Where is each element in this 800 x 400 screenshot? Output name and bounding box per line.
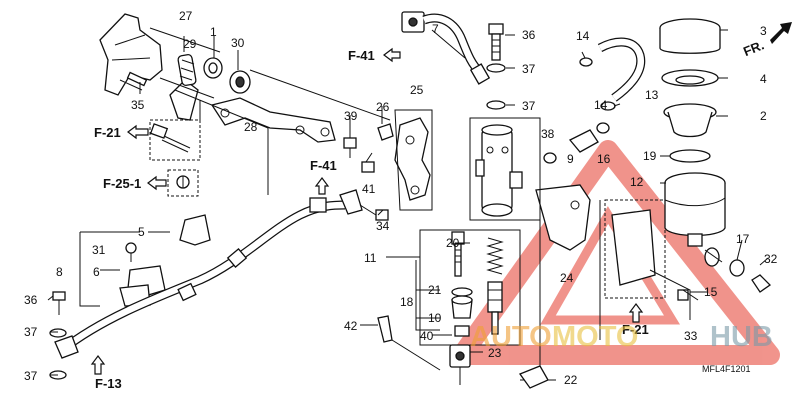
part-label-17: 17 bbox=[736, 232, 750, 246]
part-label-35: 35 bbox=[131, 98, 145, 112]
part-label-19: 19 bbox=[643, 149, 657, 163]
part-label-36-top: 36 bbox=[522, 28, 536, 42]
cylinder-bracket bbox=[343, 109, 433, 221]
svg-text:F-25-1: F-25-1 bbox=[103, 176, 141, 191]
part-label-14-mid: 14 bbox=[594, 98, 608, 112]
part-label-18: 18 bbox=[400, 295, 414, 309]
ref-f41-top: F-41 bbox=[348, 47, 401, 63]
brake-hose-lower bbox=[54, 189, 363, 359]
front-arrow-icon: FR. bbox=[741, 22, 792, 59]
clip-22 bbox=[518, 365, 549, 389]
brake-hose-upper bbox=[401, 11, 491, 85]
part-label-23: 23 bbox=[488, 346, 502, 360]
part-label-7: 7 bbox=[432, 22, 439, 36]
ref-f21-left: F-21 bbox=[94, 124, 149, 140]
part-label-39: 39 bbox=[344, 109, 358, 123]
reservoir-assembly bbox=[659, 18, 726, 247]
part-label-33: 33 bbox=[684, 329, 698, 343]
part-label-6: 6 bbox=[93, 265, 100, 279]
cotter-pin bbox=[360, 315, 441, 371]
part-label-30: 30 bbox=[231, 36, 245, 50]
part-label-27: 27 bbox=[179, 9, 193, 23]
svg-text:MOTO: MOTO bbox=[552, 321, 638, 353]
svg-text:HUB: HUB bbox=[710, 321, 773, 353]
svg-text:F-41: F-41 bbox=[348, 48, 375, 63]
pushrod-assembly bbox=[520, 184, 666, 381]
piston-kit bbox=[419, 229, 521, 385]
svg-text:F-13: F-13 bbox=[95, 376, 122, 391]
part-label-20: 20 bbox=[446, 236, 460, 250]
part-label-9: 9 bbox=[567, 152, 574, 166]
diagram-code: MFL4F1201 bbox=[702, 364, 751, 374]
ref-f13: F-13 bbox=[90, 355, 122, 391]
part-label-26: 26 bbox=[376, 100, 390, 114]
watermark-text: AUTO MOTO HUB bbox=[470, 321, 773, 353]
part-label-22: 22 bbox=[564, 373, 578, 387]
part-label-2: 2 bbox=[760, 109, 767, 123]
part-label-5: 5 bbox=[138, 225, 145, 239]
part-label-37-left-upper: 37 bbox=[24, 325, 38, 339]
banjo-bolt-upper bbox=[486, 23, 506, 110]
leader-lines bbox=[47, 29, 769, 381]
bolt-upper-left bbox=[149, 119, 201, 161]
part-label-25: 25 bbox=[410, 83, 424, 97]
part-label-40: 40 bbox=[420, 329, 434, 343]
part-label-10: 10 bbox=[428, 311, 442, 325]
part-label-38: 38 bbox=[541, 127, 555, 141]
svg-text:F-21: F-21 bbox=[94, 125, 121, 140]
part-label-37-top: 37 bbox=[522, 62, 536, 76]
part-label-29: 29 bbox=[183, 37, 197, 51]
part-label-41: 41 bbox=[362, 182, 376, 196]
part-label-12: 12 bbox=[630, 175, 644, 189]
part-label-4: 4 bbox=[760, 72, 767, 86]
ref-f41-mid: F-41 bbox=[310, 158, 337, 195]
part-label-32: 32 bbox=[764, 252, 778, 266]
part-label-1: 1 bbox=[210, 25, 217, 39]
bracket-assembly bbox=[99, 13, 391, 195]
ref-f21-bottom: F-21 bbox=[622, 303, 649, 337]
hose-clamps bbox=[49, 214, 211, 380]
master-cylinder bbox=[469, 117, 541, 221]
bolt-f25 bbox=[167, 169, 199, 197]
part-label-31: 31 bbox=[92, 243, 106, 257]
part-label-42: 42 bbox=[344, 319, 358, 333]
part-label-37-mid: 37 bbox=[522, 99, 536, 113]
reservoir-hose bbox=[579, 37, 646, 111]
part-label-8: 8 bbox=[56, 265, 63, 279]
front-label: FR. bbox=[741, 37, 766, 59]
part-label-13: 13 bbox=[645, 88, 659, 102]
part-label-3: 3 bbox=[760, 24, 767, 38]
part-label-11: 11 bbox=[364, 251, 377, 265]
svg-text:F-41: F-41 bbox=[310, 158, 337, 173]
part-label-34: 34 bbox=[376, 219, 390, 233]
part-label-21: 21 bbox=[428, 283, 442, 297]
part-label-16: 16 bbox=[597, 152, 611, 166]
part-label-15: 15 bbox=[704, 285, 718, 299]
svg-text:F-21: F-21 bbox=[622, 322, 649, 337]
part-label-28: 28 bbox=[244, 120, 258, 134]
svg-text:AUTO: AUTO bbox=[470, 321, 552, 353]
hose-joint bbox=[543, 122, 610, 164]
part-labels: 27 29 1 30 35 28 5 31 8 6 36 37 37 7 36 … bbox=[24, 9, 778, 387]
ref-f25: F-25-1 bbox=[103, 175, 167, 191]
part-label-14-top: 14 bbox=[576, 29, 590, 43]
part-label-24: 24 bbox=[560, 271, 574, 285]
part-label-36-left: 36 bbox=[24, 293, 38, 307]
part-label-37-left-lower: 37 bbox=[24, 369, 38, 383]
